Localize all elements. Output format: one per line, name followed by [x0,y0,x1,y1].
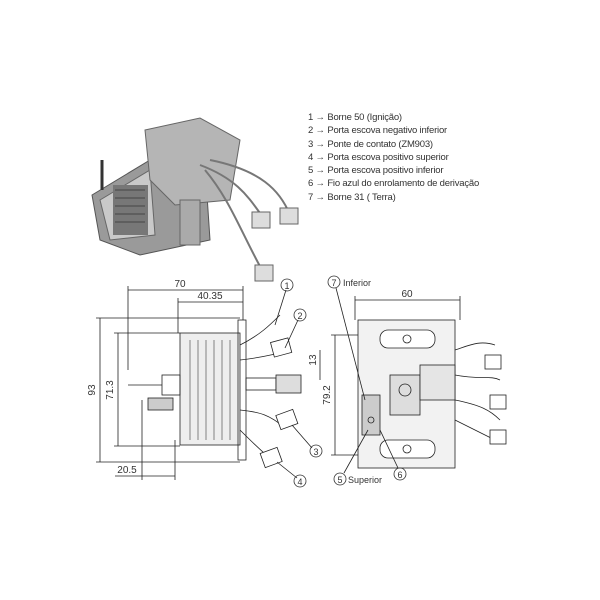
callout-4: 4 [297,477,302,487]
dim-coil-height: 71.3 [105,380,116,400]
callout-1: 1 [284,281,289,291]
callout-6: 6 [397,470,402,480]
parts-legend: 1 → Borne 50 (Ignição) 2 → Porta escova … [308,111,479,204]
legend-item: 7 → Borne 31 ( Terra) [308,191,396,203]
side-view-labels: 70 40.35 93 71.3 20.5 13 1 2 3 4 [87,278,323,488]
front-view [331,287,507,474]
front-view-labels: 60 79.2 7 Inferior 5 Superior 6 [322,275,413,486]
side-view [96,286,321,480]
dim-plunger: 13 [308,354,319,366]
product-photo [91,117,299,282]
legend-item: 5 → Porta escova positivo inferior [308,165,444,177]
legend-item: 1 → Borne 50 (Ignição) [308,112,402,123]
legend-item: 3 → Ponte de contato (ZM903) [308,138,433,150]
callout-5-label: Superior [348,475,382,485]
dim-front-height: 79.2 [322,385,333,405]
dim-overall-length: 70 [174,279,186,290]
dim-terminal-offset: 20.5 [117,465,137,476]
callout-3: 3 [313,447,318,457]
callout-7: 7 [331,278,336,288]
dim-height: 93 [87,384,98,396]
legend-item: 2 → Porta escova negativo inferior [308,125,447,137]
callout-7-label: Inferior [343,278,371,288]
dim-width: 60 [401,289,413,300]
callout-5: 5 [337,475,342,485]
dim-body-length: 40.35 [197,291,222,302]
legend-item: 6 → Fio azul do enrolamento de derivação [308,178,480,190]
legend-item: 4 → Porta escova positivo superior [308,151,449,163]
callout-2: 2 [297,311,302,321]
